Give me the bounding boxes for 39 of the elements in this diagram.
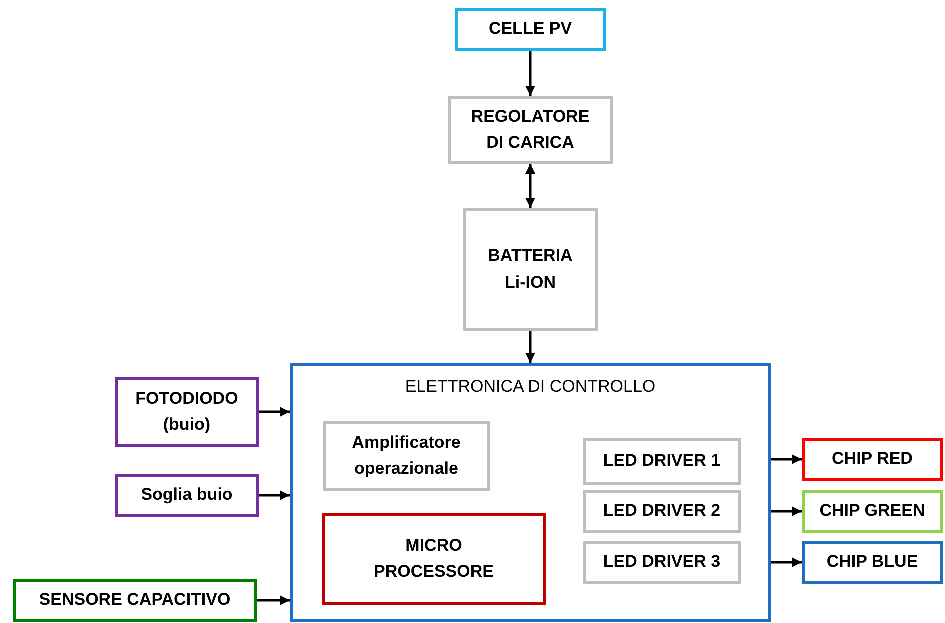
arrow bbox=[771, 506, 802, 516]
output-box bbox=[802, 490, 943, 533]
process-box bbox=[463, 208, 598, 331]
process-box bbox=[583, 541, 741, 584]
box-label: BATTERIA Li-ION bbox=[487, 245, 574, 294]
process-box bbox=[322, 513, 546, 605]
box-label: LED DRIVER 2 bbox=[603, 500, 721, 522]
arrow bbox=[259, 407, 290, 417]
box-label: CHIP RED bbox=[832, 448, 913, 470]
process-box bbox=[448, 96, 613, 164]
process-box bbox=[583, 438, 741, 485]
process-box bbox=[323, 421, 490, 491]
box-label: CELLE PV bbox=[488, 18, 572, 40]
arrow bbox=[771, 558, 802, 568]
input-box bbox=[115, 474, 259, 517]
box-label: Amplificatore operazionale bbox=[351, 432, 462, 480]
arrow bbox=[257, 596, 290, 606]
output-box bbox=[802, 438, 943, 481]
process-box bbox=[455, 8, 606, 51]
input-box bbox=[115, 377, 259, 447]
input-box bbox=[13, 579, 257, 622]
arrow bbox=[526, 51, 536, 96]
arrow bbox=[259, 490, 290, 500]
group-heading: ELETTRONICA DI CONTROLLO bbox=[405, 376, 656, 398]
group-box bbox=[290, 363, 771, 622]
arrow bbox=[526, 331, 536, 363]
box-label: FOTODIODO (buio) bbox=[134, 388, 240, 436]
box-label: CHIP GREEN bbox=[820, 500, 926, 522]
box-label: REGOLATORE DI CARICA bbox=[470, 106, 590, 154]
box-label: SENSORE CAPACITIVO bbox=[39, 589, 231, 612]
box-label: LED DRIVER 1 bbox=[603, 450, 721, 472]
box-label: CHIP BLUE bbox=[826, 551, 918, 574]
box-label: Soglia buio bbox=[141, 484, 233, 506]
box-label: MICRO PROCESSORE bbox=[373, 534, 495, 583]
output-box bbox=[802, 541, 943, 584]
box-label: LED DRIVER 3 bbox=[603, 551, 721, 574]
process-box bbox=[583, 490, 741, 533]
arrow bbox=[771, 454, 802, 464]
arrow bbox=[526, 164, 536, 208]
